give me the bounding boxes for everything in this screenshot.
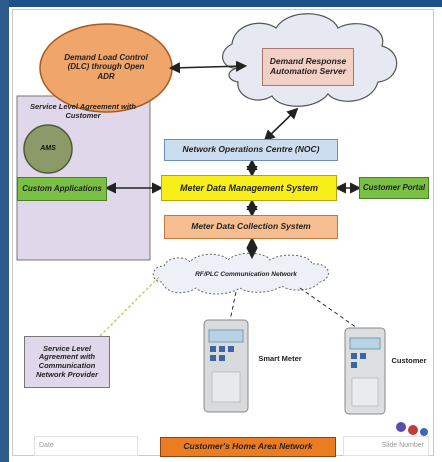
han-box: Customer's Home Area Network [160,437,336,457]
smart-meter-device [203,319,249,413]
decor-dot-red [408,425,418,435]
customer-meter-device [344,327,386,415]
slide-left-border [0,0,9,462]
customer-label: Customer [391,355,427,365]
sla-customer-label: Service Level Agreement with Customer [29,102,136,120]
drs-box: Demand Response Automation Server [262,48,354,86]
footer-slide-number: Slide Number [343,436,429,456]
mdcs-box: Meter Data Collection System [164,215,338,239]
mdms-box: Meter Data Management System [161,175,337,201]
ams-circle [23,124,73,174]
dlc-label: Demand Load Control (DLC) through Open A… [64,53,148,81]
decor-dot-blue [420,428,428,436]
sla-network-box: Service Level Agreement with Communicati… [24,336,110,388]
rf-network-label: RF/PLC Communication Network [195,271,297,279]
customer-portal-box: Customer Portal [359,177,429,199]
footer-date: Date [34,436,138,456]
link-network-customer [299,287,361,331]
arrow-dlc-drs [168,60,248,74]
arrow-drs-noc [263,107,299,142]
custom-applications-box: Custom Applications [17,177,107,201]
smart-meter-label: Smart Meter [258,353,302,363]
rf-network-cloud-shape [152,252,329,295]
ams-label: AMS [40,144,56,152]
link-sla-network [99,275,161,337]
noc-box: Network Operations Centre (NOC) [164,139,338,161]
slide-top-border [9,0,442,7]
decor-dot-purple [396,422,406,432]
